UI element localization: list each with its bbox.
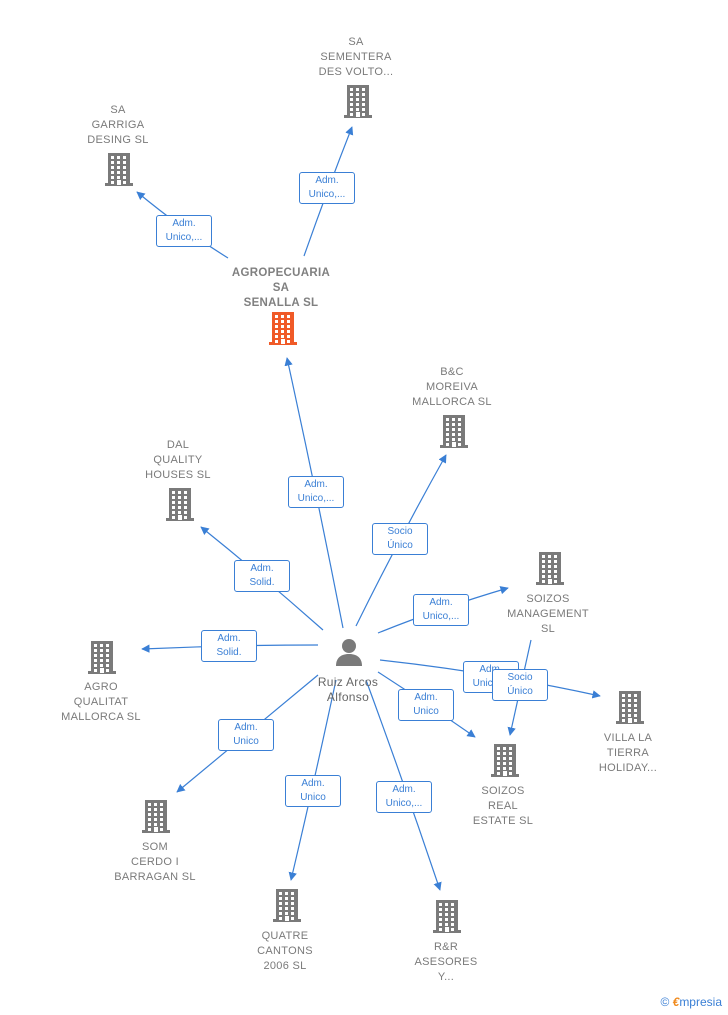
relation-label[interactable]: Adm. Unico <box>398 689 454 721</box>
relation-label[interactable]: Socio Único <box>372 523 428 555</box>
relation-label[interactable]: Adm. Unico,... <box>376 781 432 813</box>
building-icon[interactable] <box>490 742 520 778</box>
building-icon[interactable] <box>87 639 117 675</box>
relation-label[interactable]: Adm. Solid. <box>201 630 257 662</box>
building-icon[interactable] <box>272 887 302 923</box>
brand-footer[interactable]: © €mpresia <box>660 995 722 1009</box>
relation-label[interactable]: Adm. Unico <box>218 719 274 751</box>
building-icon[interactable] <box>535 550 565 586</box>
building-icon[interactable] <box>268 310 298 346</box>
company-label[interactable]: SA GARRIGA DESING SL <box>87 104 149 146</box>
company-label[interactable]: DAL QUALITY HOUSES SL <box>145 439 211 481</box>
building-icon[interactable] <box>439 413 469 449</box>
building-icon[interactable] <box>104 151 134 187</box>
company-label[interactable]: AGROPECUARIA SA SENALLA SL <box>231 267 331 309</box>
company-label[interactable]: AGRO QUALITAT MALLORCA SL <box>61 681 141 723</box>
company-label[interactable]: SOM CERDO I BARRAGAN SL <box>114 841 196 883</box>
building-icon[interactable] <box>615 689 645 725</box>
relation-label[interactable]: Adm. Unico,... <box>288 476 344 508</box>
company-label[interactable]: QUATRE CANTONS 2006 SL <box>257 930 313 972</box>
company-label[interactable]: R&R ASESORES Y... <box>414 941 478 983</box>
building-icon[interactable] <box>165 486 195 522</box>
person-icon[interactable] <box>334 637 364 673</box>
relation-label[interactable]: Adm. Solid. <box>234 560 290 592</box>
copyright-icon: © <box>660 995 670 1009</box>
building-icon[interactable] <box>432 898 462 934</box>
company-label[interactable]: SA SEMENTERA DES VOLTO... <box>318 36 394 78</box>
company-label[interactable]: SOIZOS MANAGEMENT SL <box>507 593 589 635</box>
company-label[interactable]: SOIZOS REAL ESTATE SL <box>472 785 534 827</box>
brand-name: mpresia <box>679 995 722 1009</box>
building-icon[interactable] <box>343 83 373 119</box>
person-label[interactable]: Ruiz Arcos Alfonso <box>317 675 379 704</box>
relation-label[interactable]: Adm. Unico,... <box>299 172 355 204</box>
relation-label[interactable]: Adm. Unico,... <box>156 215 212 247</box>
brand-initial: € <box>672 995 680 1009</box>
building-icon[interactable] <box>141 798 171 834</box>
company-label[interactable]: VILLA LA TIERRA HOLIDAY... <box>598 732 658 774</box>
relation-label[interactable]: Adm. Unico <box>285 775 341 807</box>
company-label[interactable]: B&C MOREIVA MALLORCA SL <box>412 366 492 408</box>
relation-label[interactable]: Adm. Unico,... <box>413 594 469 626</box>
relation-label[interactable]: Socio Único <box>492 669 548 701</box>
